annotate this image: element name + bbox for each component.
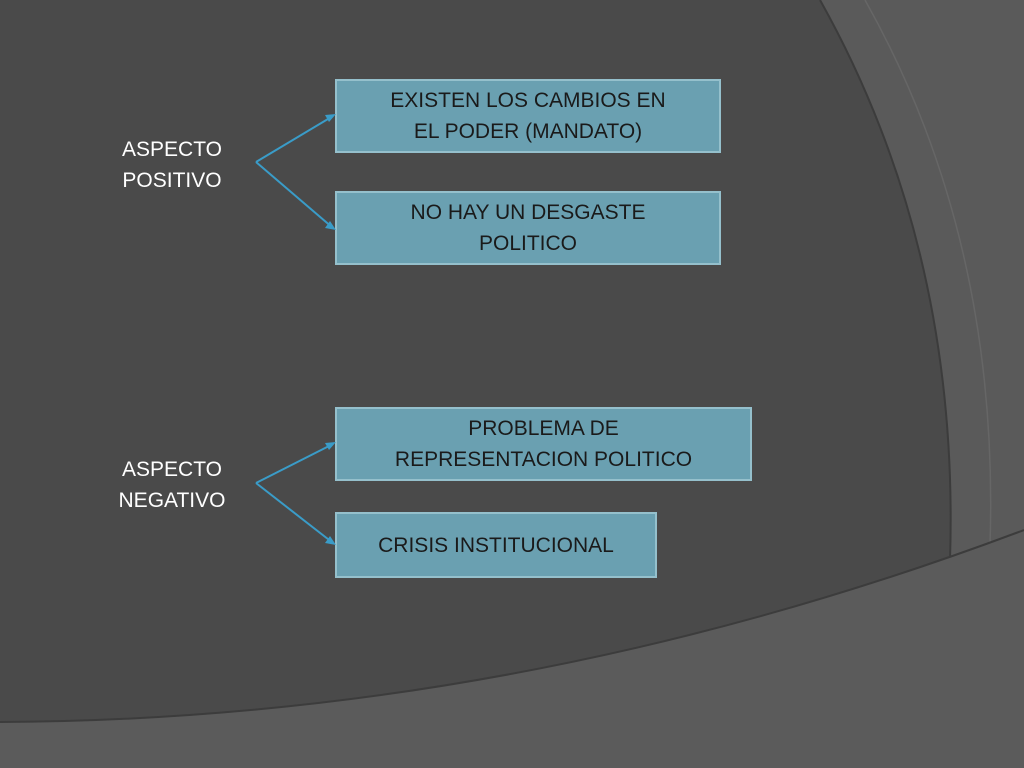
box-no-desgaste: NO HAY UN DESGASTE POLITICO xyxy=(335,191,721,265)
box-problema-representacion: PROBLEMA DE REPRESENTACION POLITICO xyxy=(335,407,752,481)
right-curve-edge xyxy=(819,0,952,561)
label-aspecto-positivo: ASPECTO POSITIVO xyxy=(122,138,222,192)
bottom-band-edge xyxy=(0,529,1024,723)
right-curved-band xyxy=(820,0,1024,560)
bottom-band xyxy=(0,530,1024,768)
box-existen-cambios: EXISTEN LOS CAMBIOS EN EL PODER (MANDATO… xyxy=(335,79,721,153)
box-crisis-institucional: CRISIS INSTITUCIONAL xyxy=(335,512,657,578)
right-curve-inner-edge xyxy=(864,0,992,546)
label-aspecto-negativo: ASPECTO NEGATIVO xyxy=(118,458,226,512)
